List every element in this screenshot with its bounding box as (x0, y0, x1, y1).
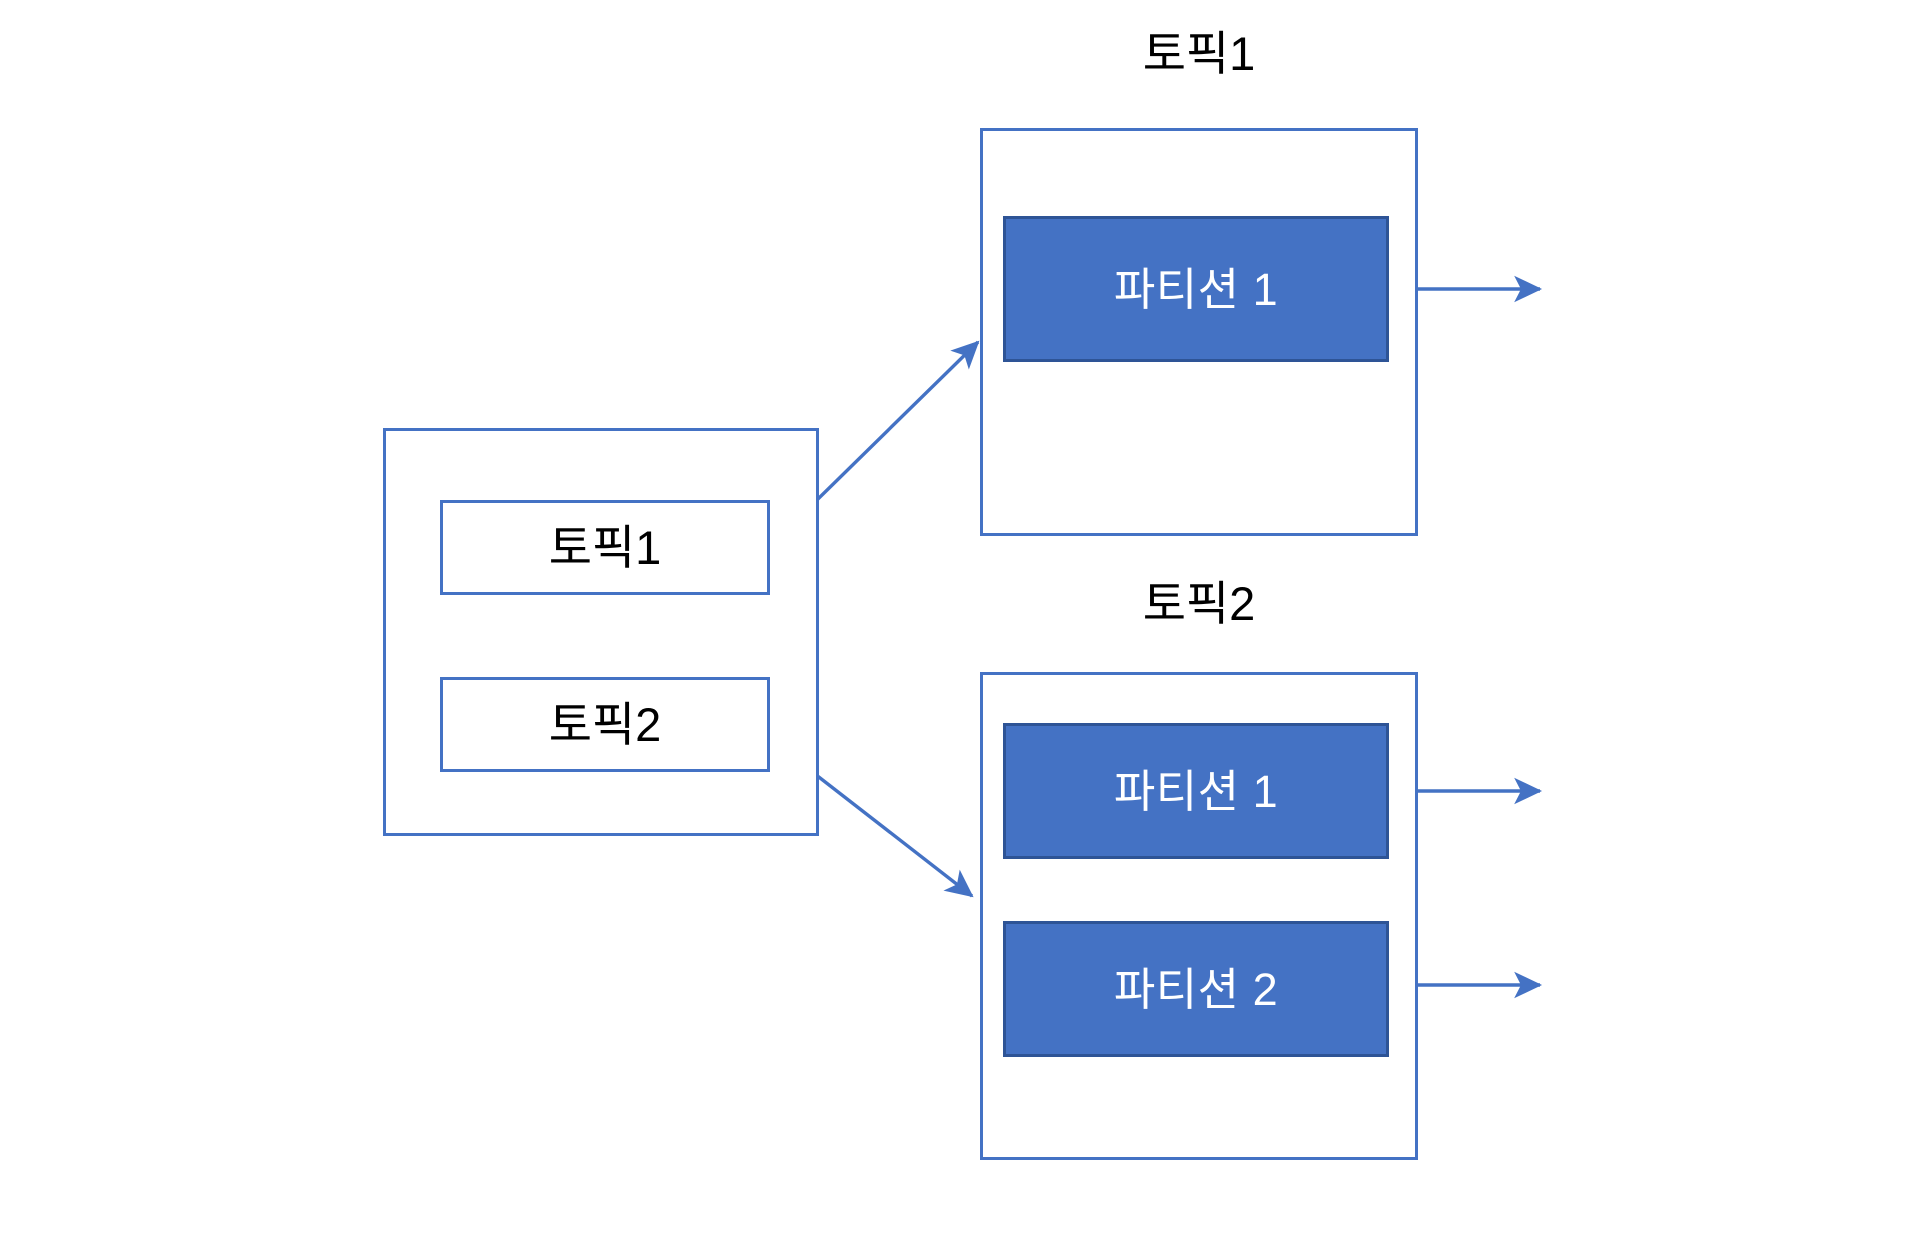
topic-2-partition-2[interactable]: 파티션 2 (1003, 921, 1389, 1057)
topic-2-partition-1-label: 파티션 1 (1113, 765, 1279, 817)
broker-container (383, 428, 819, 836)
broker-topic-entry-2-label: 토픽2 (548, 698, 662, 751)
broker-topic-entry-1[interactable]: 토픽1 (440, 500, 770, 595)
topic-1-caption: 토픽1 (1142, 27, 1256, 80)
broker-topic-entry-2[interactable]: 토픽2 (440, 677, 770, 772)
topic-2-partition-2-label: 파티션 2 (1113, 963, 1279, 1015)
topic-1-partition-1[interactable]: 파티션 1 (1003, 216, 1389, 362)
topic-1-partition-1-label: 파티션 1 (1113, 263, 1279, 315)
topic-2-partition-1[interactable]: 파티션 1 (1003, 723, 1389, 859)
topic-2-caption: 토픽2 (1142, 577, 1256, 630)
broker-topic-entry-1-label: 토픽1 (548, 521, 662, 574)
